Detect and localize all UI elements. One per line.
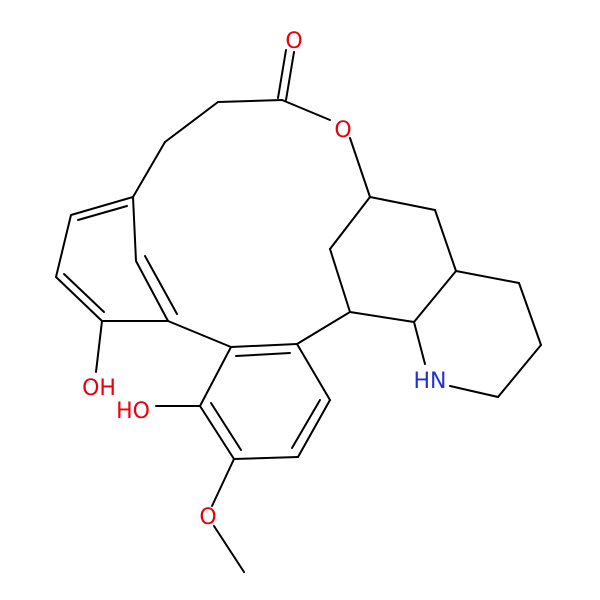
bond-ring1-c: [55, 276, 103, 322]
amine-label: HN: [414, 369, 447, 394]
bond-ring2-ome-o: [211, 458, 235, 507]
bond-ring1-oh: [95, 320, 103, 373]
bond-biaryl: [167, 320, 232, 348]
ester-oxygen-label: O: [334, 118, 351, 143]
bond-ring4-b: [518, 282, 542, 346]
bond-ring4-d: [449, 385, 499, 398]
bond-ring3-b: [329, 248, 351, 313]
bond-ring2-e: [199, 405, 235, 460]
bond-ring1-c-inner: [63, 273, 105, 313]
bond-ring2-c-inner: [291, 399, 321, 449]
bond-aryl-ch: [296, 311, 351, 345]
bond-ring2-a-inner: [235, 352, 291, 357]
bond-ring1-e-inner: [144, 255, 178, 315]
bond-ring4-a: [455, 270, 520, 284]
bond-ring3-a: [329, 196, 371, 250]
bond-ring1-b: [55, 214, 72, 278]
bond-ch2-ring: [132, 141, 166, 198]
bond-ring2-b: [296, 343, 331, 401]
bond-ring1-e: [135, 260, 169, 322]
bond-carbonyl-ester-o: [281, 99, 331, 121]
bond-ring1-a: [70, 196, 134, 216]
bond-ring1-a-inner: [77, 205, 128, 221]
bond-ring3-d: [413, 270, 457, 323]
bond-ring3-c: [349, 311, 415, 323]
bond-ring1-f: [132, 196, 137, 262]
bond-ring3-e: [434, 209, 457, 272]
hydroxyl-center-label: HO: [116, 399, 150, 424]
bond-ring4-e: [413, 321, 426, 365]
bond-carbonyl-double-b: [277, 49, 287, 99]
bond-ring2-c: [297, 399, 331, 458]
bond-ester-o-ch: [349, 137, 371, 198]
bond-ring2-f: [199, 346, 232, 407]
bond-ring4-c: [497, 344, 542, 398]
methoxy-oxygen-label: O: [199, 505, 216, 530]
bond-ring3-f: [369, 196, 436, 211]
bond-carbonyl-ch2: [217, 99, 283, 103]
atom-labels: O O OH HO O HN: [82, 29, 446, 530]
bonds: [55, 49, 542, 573]
bond-ring2-a: [230, 343, 298, 348]
bond-ring2-d: [233, 456, 299, 460]
hydroxyl-left-label: OH: [82, 376, 116, 401]
bond-ring2-e-inner: [210, 402, 242, 451]
bond-ch2-ch2: [164, 101, 219, 143]
bond-ome-methyl: [213, 525, 245, 573]
carbonyl-oxygen-label: O: [285, 29, 302, 54]
bond-carbonyl-double-a: [285, 51, 295, 101]
